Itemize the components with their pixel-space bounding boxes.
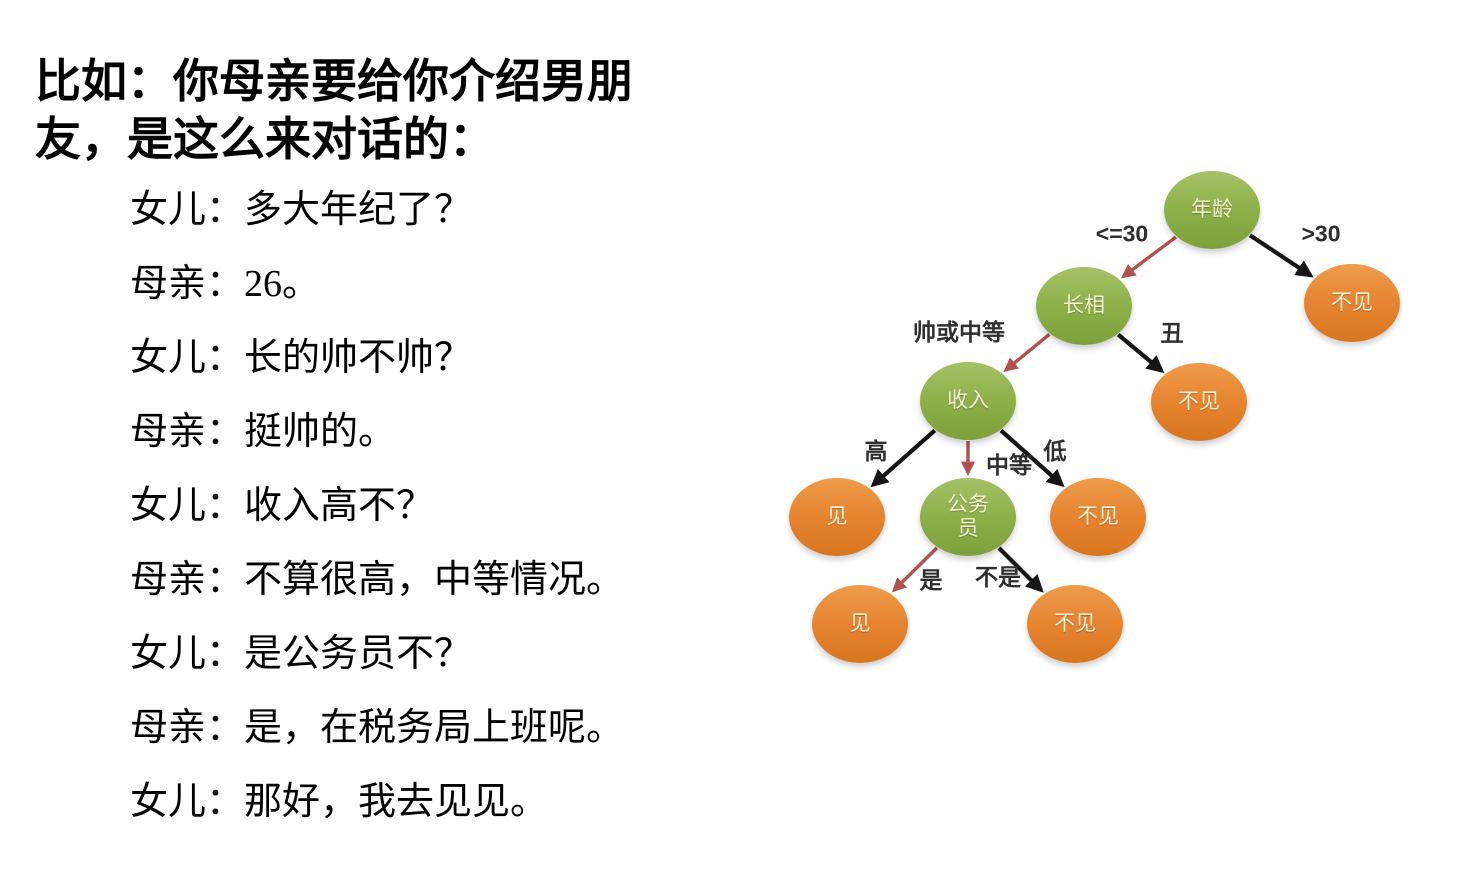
tree-node-no-meet-4: 不见 <box>1027 585 1123 663</box>
tree-edge-looks-ugly <box>1116 332 1165 374</box>
dialogue-line: 女儿：长的帅不帅？ <box>130 336 473 379</box>
edge-label-income-low: 低 <box>1043 438 1067 464</box>
tree-node-looks: 长相 <box>1036 267 1132 345</box>
intro-heading-line-2: 友，是这么来对话的： <box>35 113 495 165</box>
tree-edge-income-high <box>870 428 937 488</box>
dialogue: 女儿：多大年纪了？ 母亲：26。女儿：长的帅不帅？ 母亲：挺帅的。女儿：收入高不？ 母… <box>130 168 624 834</box>
tree-node-meet-1: 见 <box>789 478 885 556</box>
tree-edge-looks-ok <box>1003 333 1051 372</box>
edge-label-looks-ugly: 丑 <box>1160 320 1184 346</box>
tree-edge-income-low <box>999 428 1065 488</box>
edge-label-income-mid: 中等 <box>986 452 1032 478</box>
tree-node-no-meet-2: 不见 <box>1151 363 1247 441</box>
edge-label-looks-ok: 帅或中等 <box>913 319 1005 345</box>
edge-label-income-high: 高 <box>864 438 888 464</box>
dialogue-line: 母亲：不算很高，中等情况。 <box>130 558 625 601</box>
tree-edge-civil-no <box>997 546 1044 593</box>
edge-label-civil-yes: 是 <box>919 567 943 593</box>
dialogue-line: 母亲：是，在税务局上班呢。 <box>130 706 625 749</box>
dialogue-line: 女儿：是公务员不？ <box>130 632 473 675</box>
tree-node-no-meet-3: 不见 <box>1050 478 1146 556</box>
dialogue-line: 母亲：挺帅的。 <box>130 410 397 453</box>
tree-edge-civil-yes <box>891 546 939 593</box>
intro-heading: 比如：你母亲要给你介绍男朋 友，是这么来对话的： <box>35 52 633 168</box>
tree-node-civil-servant: 公务 员 <box>920 478 1016 556</box>
tree-node-no-meet-1: 不见 <box>1304 264 1400 342</box>
dialogue-line: 女儿：多大年纪了？ <box>130 188 473 231</box>
dialogue-line: 母亲：26。 <box>130 262 321 305</box>
edge-label-age-le30: <=30 <box>1095 220 1149 247</box>
dialogue-line: 女儿：收入高不？ <box>130 484 435 527</box>
tree-node-meet-2: 见 <box>812 585 908 663</box>
tree-node-income: 收入 <box>920 362 1016 440</box>
tree-edge-age-le30 <box>1120 235 1177 279</box>
intro-heading-line-1: 比如：你母亲要给你介绍男朋 <box>35 55 633 107</box>
dialogue-line: 女儿：那好，我去见见。 <box>130 780 549 823</box>
tree-edge-age-gt30 <box>1248 233 1314 278</box>
edge-label-civil-no: 不是 <box>975 564 1021 590</box>
tree-node-age: 年龄 <box>1164 171 1260 249</box>
edge-label-age-gt30: >30 <box>1301 220 1341 247</box>
